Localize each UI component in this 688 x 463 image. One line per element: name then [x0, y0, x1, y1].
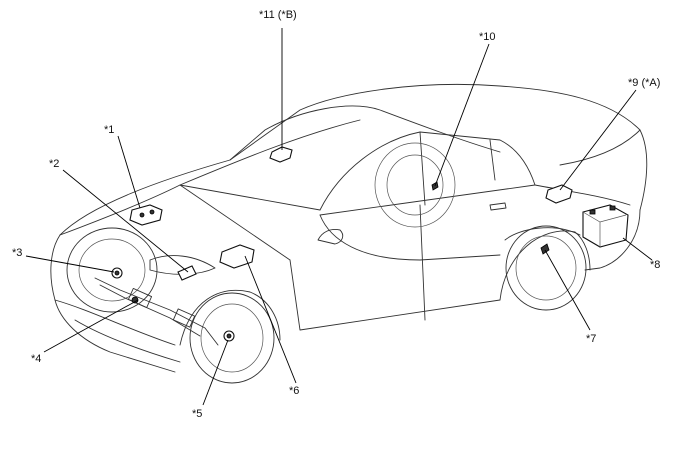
callout-9: *9 (*A): [628, 77, 660, 89]
callout-7: *7: [586, 333, 596, 345]
ecu-module-1: [129, 204, 163, 226]
component-parts: [111, 146, 629, 342]
callout-10: *10: [479, 31, 496, 43]
sensor-2: [177, 265, 197, 281]
module-6: [219, 244, 255, 269]
callout-5: *5: [192, 408, 202, 420]
callout-6: *6: [289, 385, 299, 397]
callout-labels: *1 *2 *3 *4 *5 *6 *7 *8 *9 (*A) *10 *11 …: [12, 9, 660, 420]
speed-sensor-5: [223, 330, 235, 342]
module-11: [269, 146, 293, 163]
module-9: [545, 184, 573, 204]
leader-lines: [25, 28, 653, 406]
callout-8: *8: [650, 259, 660, 271]
callout-3: *3: [12, 247, 22, 259]
battery-8: [582, 204, 629, 248]
callout-2: *2: [49, 158, 59, 170]
callout-1: *1: [104, 124, 114, 136]
callout-11: *11 (*B): [259, 9, 297, 21]
speed-sensor-3: [111, 267, 123, 279]
vehicle-outline: [50, 84, 648, 384]
speed-sensor-7: [540, 243, 550, 255]
callout-4: *4: [31, 353, 41, 365]
